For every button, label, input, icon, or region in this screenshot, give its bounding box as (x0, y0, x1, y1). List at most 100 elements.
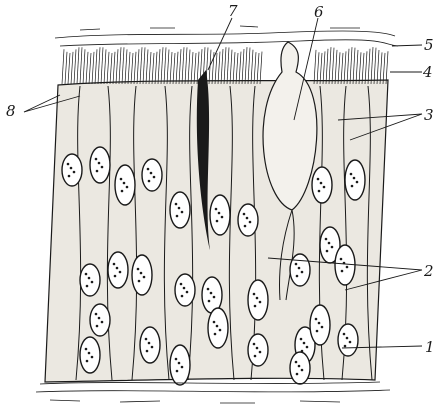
chromatin-dot (207, 288, 210, 291)
nucleus (170, 345, 190, 385)
chromatin-dot (328, 242, 331, 245)
chromatin-dot (318, 190, 321, 193)
chromatin-dot (95, 313, 98, 316)
nucleus (210, 195, 230, 235)
cilium (314, 50, 316, 84)
chromatin-dot (353, 177, 356, 180)
chromatin-dot (151, 346, 154, 349)
nucleus (310, 305, 330, 345)
cilium (179, 49, 181, 84)
chromatin-dot (346, 337, 349, 340)
nucleus (108, 252, 128, 288)
chromatin-dot (148, 342, 151, 345)
cilium (338, 52, 340, 84)
chromatin-dot (315, 318, 318, 321)
chromatin-dot (326, 250, 329, 253)
chromatin-dot (323, 186, 326, 189)
chromatin-dot (346, 266, 349, 269)
chromatin-dot (210, 292, 213, 295)
chromatin-dot (70, 167, 73, 170)
chromatin-dot (216, 325, 219, 328)
chromatin-dot (85, 273, 88, 276)
chromatin-dot (186, 291, 189, 294)
chromatin-dot (298, 365, 301, 368)
chromatin-dot (253, 293, 256, 296)
chromatin-dot (296, 275, 299, 278)
chromatin-dot (113, 263, 116, 266)
chromatin-dot (67, 163, 70, 166)
cilium (68, 53, 70, 84)
cilium (224, 47, 226, 84)
cilium (320, 53, 322, 84)
cilia-layer (62, 47, 388, 84)
cilium (239, 52, 241, 84)
chromatin-dot (150, 172, 153, 175)
chromatin-dot (176, 215, 179, 218)
chromatin-dot (349, 341, 352, 344)
label-5: 5 (424, 38, 434, 53)
cilium (128, 52, 130, 84)
cilium (104, 49, 106, 84)
chromatin-dot (119, 271, 122, 274)
nucleus (170, 192, 190, 228)
cilium (152, 53, 154, 84)
chromatin-dot (253, 343, 256, 346)
chromatin-dot (101, 321, 104, 324)
chromatin-dot (214, 333, 217, 336)
chromatin-dot (120, 178, 123, 181)
chromatin-dot (175, 203, 178, 206)
cilium (365, 51, 367, 84)
chromatin-dot (216, 220, 219, 223)
cilium (215, 53, 217, 84)
chromatin-dot (356, 181, 359, 184)
chromatin-dot (249, 221, 252, 224)
cilium (230, 50, 232, 84)
cilium (377, 50, 379, 84)
cilium (248, 47, 250, 84)
chromatin-dot (180, 283, 183, 286)
nucleus (338, 324, 358, 356)
chromatin-dot (218, 212, 221, 215)
cilium (260, 52, 262, 84)
nucleus (140, 327, 160, 363)
chromatin-dot (341, 270, 344, 273)
cilium (119, 47, 121, 84)
nucleus (80, 264, 100, 296)
chromatin-dot (68, 175, 71, 178)
cilium (245, 47, 247, 84)
chromatin-dot (351, 185, 354, 188)
chromatin-dot (256, 347, 259, 350)
cilium (95, 49, 97, 84)
cilium (167, 50, 169, 84)
chromatin-dot (259, 301, 262, 304)
chromatin-dot (176, 370, 179, 373)
chromatin-dot (254, 305, 257, 308)
chromatin-dot (244, 225, 247, 228)
cilium (188, 50, 190, 84)
chromatin-dot (96, 325, 99, 328)
cilium (140, 47, 142, 84)
cilium (329, 47, 331, 84)
cilium (380, 52, 382, 84)
chromatin-dot (208, 300, 211, 303)
chromatin-dot (138, 280, 141, 283)
cilium (332, 48, 334, 84)
chromatin-dot (178, 362, 181, 365)
cilium (134, 52, 136, 84)
chromatin-dot (178, 207, 181, 210)
cilium (71, 52, 73, 84)
label-1: 1 (425, 340, 435, 355)
chromatin-dot (147, 168, 150, 171)
nucleus (290, 254, 310, 286)
cilium (110, 53, 112, 84)
cilium (137, 49, 139, 84)
cilium (98, 47, 100, 84)
label-4: 4 (423, 65, 433, 80)
cilium (251, 50, 253, 84)
cilium (386, 51, 388, 84)
chromatin-dot (301, 271, 304, 274)
chromatin-dot (318, 322, 321, 325)
chromatin-dot (126, 186, 129, 189)
chromatin-dot (137, 268, 140, 271)
chromatin-dot (213, 321, 216, 324)
